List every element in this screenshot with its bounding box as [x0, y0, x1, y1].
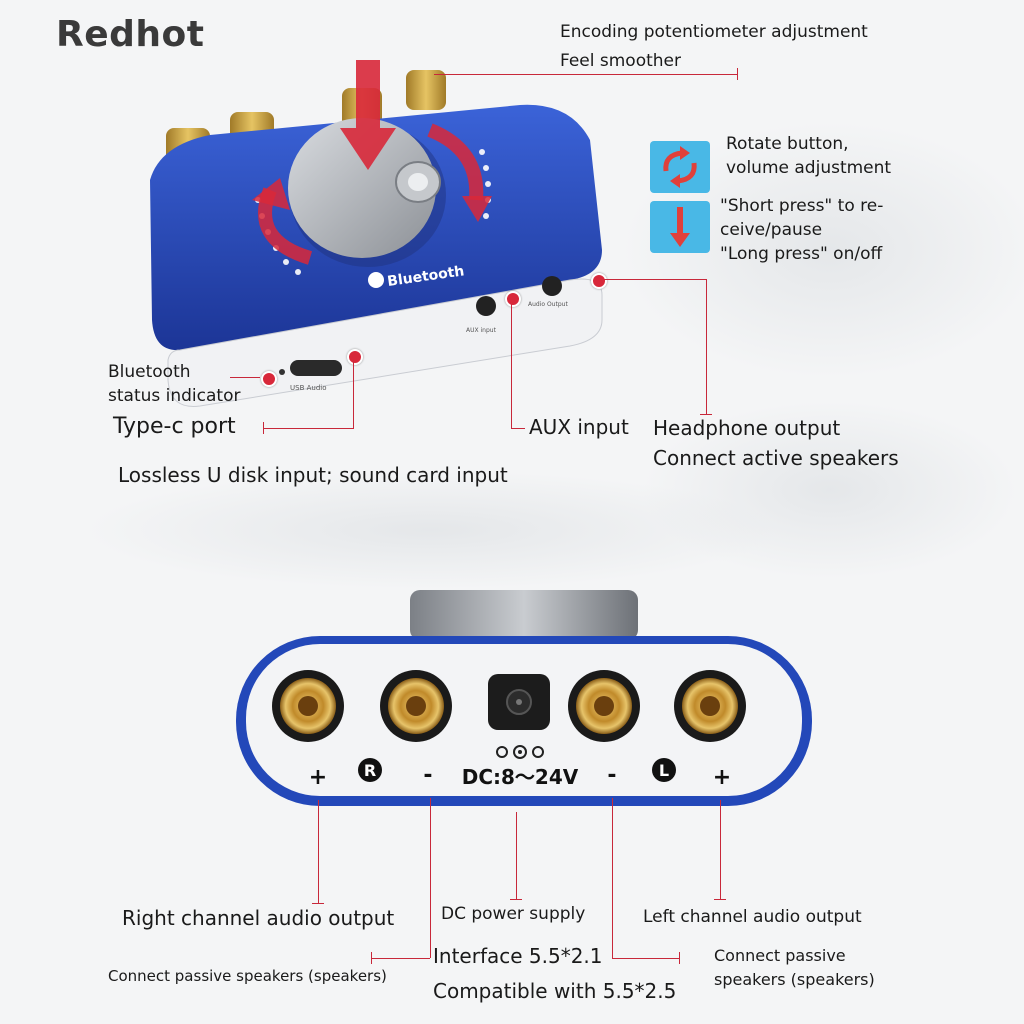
- label-interface-2: Compatible with 5.5*2.5: [433, 979, 677, 1003]
- callout-dot-typec: [347, 349, 363, 365]
- leader-dc: [516, 812, 517, 900]
- label-encoding-1: Encoding potentiometer adjustment: [560, 22, 868, 42]
- plus-right-sign: +: [309, 765, 327, 790]
- leader-bt-status: [230, 377, 260, 378]
- leader-tick: [263, 422, 264, 434]
- leader-aux-v: [511, 304, 512, 428]
- label-bt-status-2: status indicator: [108, 386, 241, 406]
- l-channel-badge: L: [659, 761, 669, 780]
- leader-headphone-v: [706, 279, 707, 415]
- label-press-1: "Short press" to re-: [720, 196, 884, 216]
- leader-tick: [679, 952, 680, 964]
- label-typec: Type-c port: [113, 414, 236, 439]
- label-right-out: Right channel audio output: [122, 906, 395, 930]
- background-music-notes: [80, 470, 780, 590]
- dc-voltage-label: DC:8～24V: [462, 765, 579, 789]
- label-left-out: Left channel audio output: [643, 907, 862, 927]
- leader-tick: [700, 414, 712, 415]
- leader-tick: [714, 899, 726, 900]
- leader-left-minus-h: [612, 958, 680, 959]
- leader-typec-v: [353, 362, 354, 428]
- brand-logo-text: Redhot: [56, 14, 205, 55]
- label-press-2: ceive/pause: [720, 220, 823, 240]
- label-press-3: "Long press" on/off: [720, 244, 883, 264]
- device-aux-port-label: AUX input: [466, 327, 497, 334]
- leader-aux-h: [511, 428, 525, 429]
- press-down-arrow-icon: [650, 201, 710, 253]
- leader-tick: [737, 68, 738, 80]
- leader-left-plus: [720, 800, 721, 900]
- label-lossless: Lossless U disk input; sound card input: [118, 463, 508, 487]
- leader-encoding: [434, 74, 738, 75]
- device-back-illustration: R L + - DC:8～24V - +: [236, 590, 812, 806]
- rotate-arrows-icon: [650, 141, 710, 193]
- callout-dot-aux: [505, 291, 521, 307]
- leader-headphone-h: [604, 279, 706, 280]
- leader-right-minus-h: [372, 958, 430, 959]
- leader-left-minus-v: [612, 798, 613, 958]
- callout-dot-headphone: [591, 273, 607, 289]
- leader-tick: [371, 952, 372, 964]
- label-rotate-2: volume adjustment: [726, 158, 892, 178]
- leader-right-plus: [318, 800, 319, 904]
- label-headphone-2: Connect active speakers: [653, 446, 899, 470]
- leader-typec-h: [264, 428, 354, 429]
- label-dc-supply: DC power supply: [441, 904, 586, 924]
- plus-left-sign: +: [713, 765, 731, 790]
- label-passive-left-1: Connect passive: [714, 946, 846, 965]
- minus-right-sign: -: [423, 763, 432, 788]
- r-channel-badge: R: [364, 761, 376, 780]
- label-headphone-1: Headphone output: [653, 416, 841, 440]
- device-top-illustration: Bluetooth USB Audio AUX input Audio Outp…: [150, 60, 603, 407]
- device-audio-out-label: Audio Output: [528, 301, 568, 308]
- label-interface-1: Interface 5.5*2.1: [433, 944, 603, 968]
- leader-tick: [510, 899, 522, 900]
- label-passive-right: Connect passive speakers (speakers): [108, 967, 387, 985]
- background-swoosh-2: [640, 400, 1020, 580]
- leader-tick: [312, 903, 324, 904]
- leader-right-minus-v: [430, 798, 431, 958]
- label-encoding-2: Feel smoother: [560, 51, 682, 71]
- label-bt-status-1: Bluetooth: [108, 362, 191, 382]
- label-passive-left-2: speakers (speakers): [714, 970, 875, 989]
- label-rotate-1: Rotate button,: [726, 134, 849, 154]
- minus-left-sign: -: [607, 763, 616, 788]
- device-usb-label: USB Audio: [290, 384, 327, 392]
- callout-dot-bt-status: [261, 371, 277, 387]
- label-aux: AUX input: [529, 415, 629, 439]
